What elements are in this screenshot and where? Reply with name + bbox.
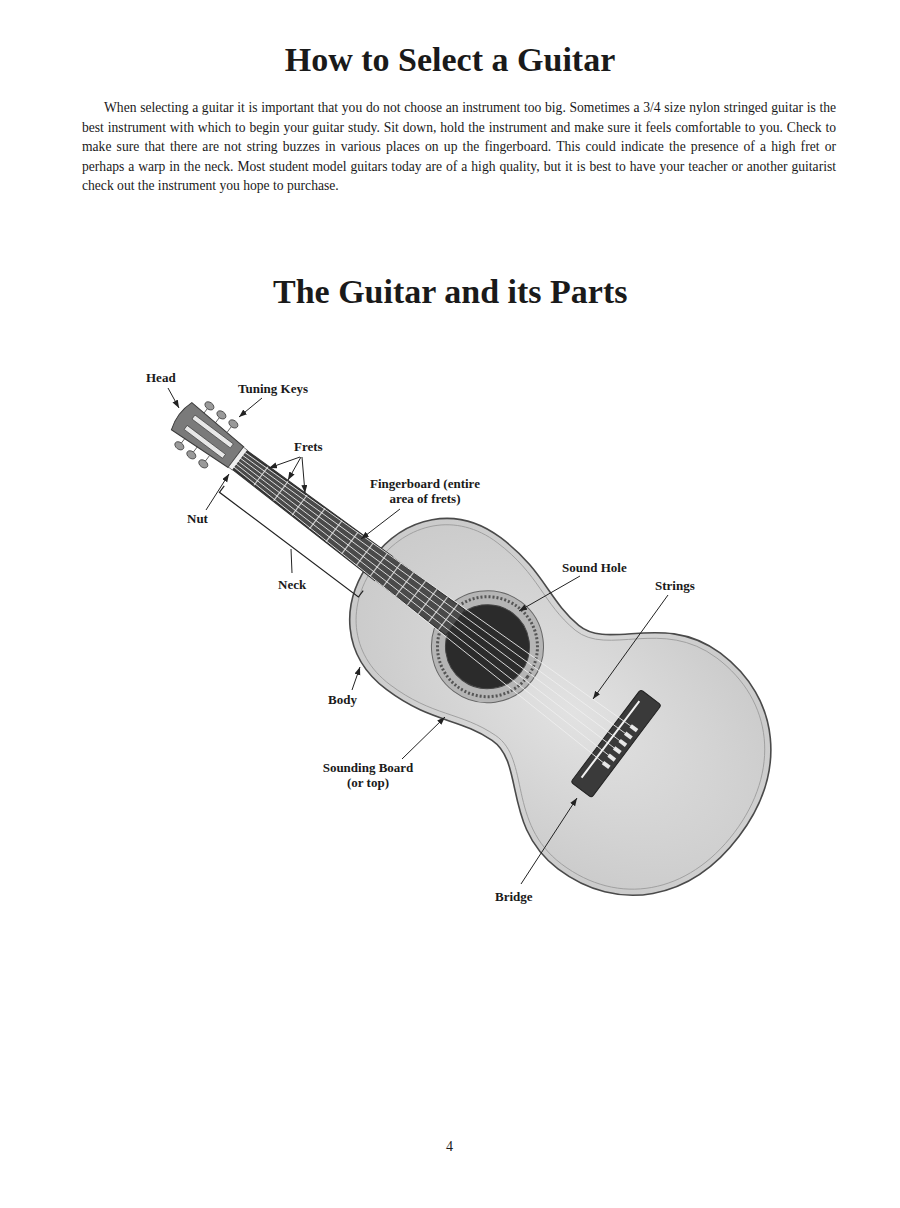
guitar-string [229,463,617,758]
tie-block-hole [618,739,627,747]
part-label: Neck [278,577,306,592]
part-label: Strings [655,578,695,593]
part-label: Sound Hole [562,560,627,575]
saddle [582,701,640,778]
leader-lines [168,388,668,884]
body-binding [299,460,812,936]
part-label: Head [146,370,176,385]
guitar-drawing [98,307,820,945]
guitar-string [243,440,634,739]
guitar-nut [228,447,247,470]
strings [224,440,634,765]
part-label: Sounding Board (or top) [313,760,423,790]
guitar-string [235,460,619,751]
guitar-body [290,452,820,944]
page-number: 4 [446,1139,453,1155]
part-label: Body [328,692,357,707]
guitar-bridge [571,689,662,797]
body-text: When selecting a guitar it is important … [82,98,836,196]
tuning-keys [173,400,239,470]
guitar-string [241,447,629,742]
guitar-string [239,455,623,746]
part-label: Nut [187,511,208,526]
part-label: Frets [294,439,323,454]
part-label: Tuning Keys [238,381,308,396]
section-heading: The Guitar and its Parts [273,272,628,312]
page-title: How to Select a Guitar [0,40,900,80]
neck-bracket [219,486,363,597]
part-label: Fingerboard (entire area of frets) [360,476,490,506]
guitar-string [224,466,615,765]
head-slot [192,415,233,448]
part-label: Bridge [495,889,533,904]
tie-block-hole [629,724,638,732]
